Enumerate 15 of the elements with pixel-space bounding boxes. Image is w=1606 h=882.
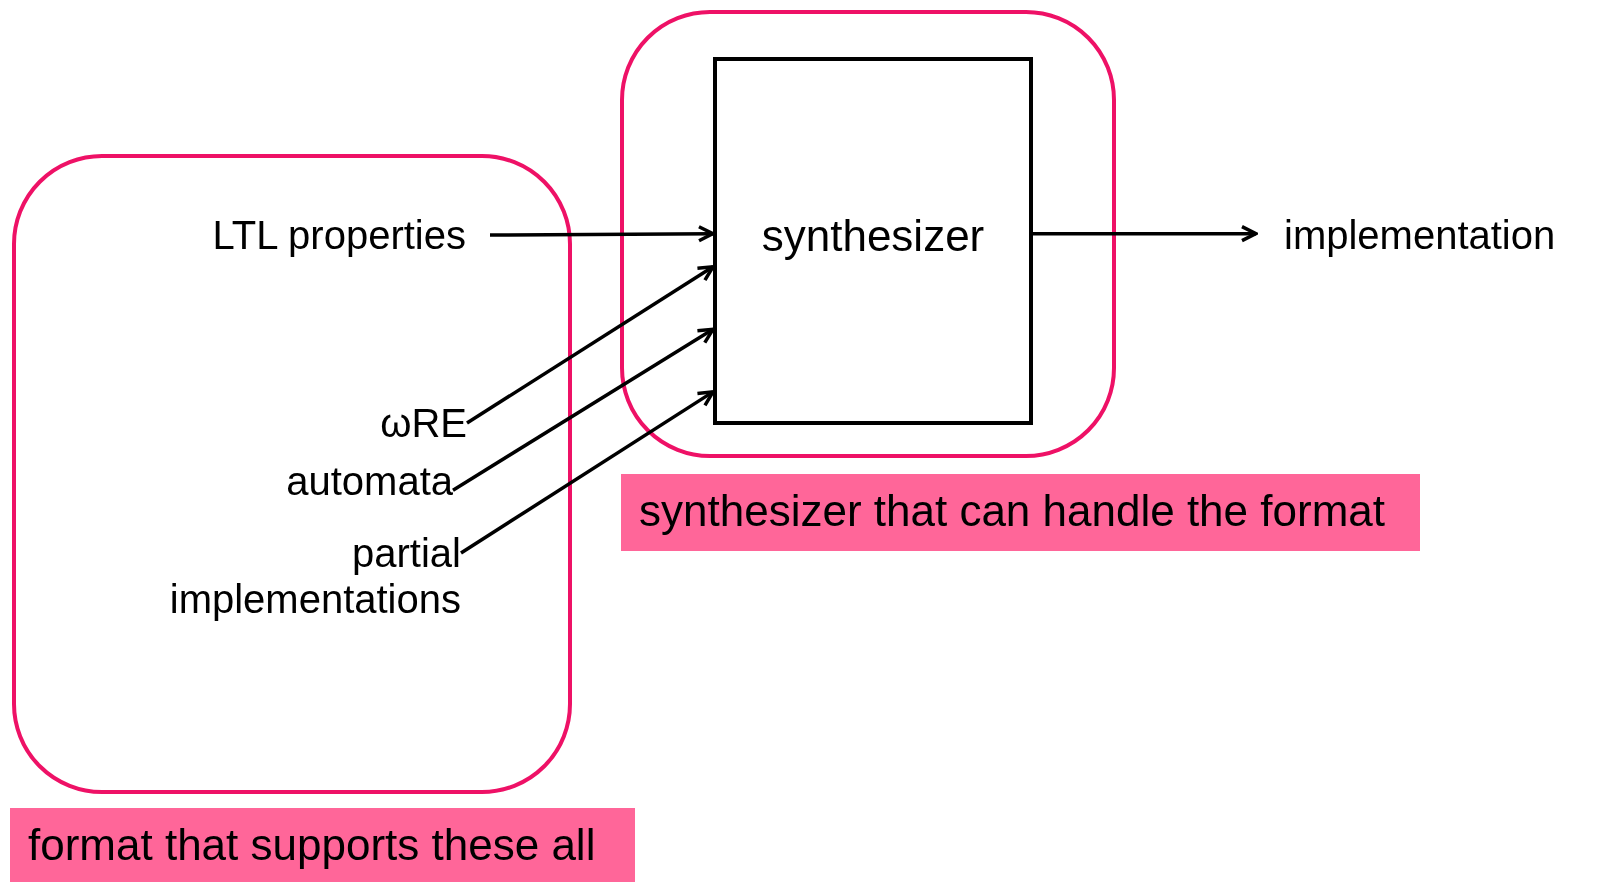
- input-label: implementation: [1284, 212, 1600, 258]
- rounded-region: [12, 154, 572, 794]
- input-label: ωRE: [330, 400, 467, 446]
- arrow: [1033, 224, 1258, 243]
- input-label: LTL properties: [180, 212, 466, 258]
- input-label: automata: [250, 458, 453, 504]
- process-box: synthesizer: [713, 57, 1033, 425]
- arrow: [460, 390, 715, 555]
- caption-banner: format that supports these all: [10, 808, 635, 882]
- arrow: [490, 225, 715, 243]
- arrow: [452, 327, 715, 492]
- rounded-region: [620, 10, 1116, 458]
- input-label: partial implementations: [100, 530, 461, 622]
- arrow: [466, 265, 715, 425]
- caption-banner: synthesizer that can handle the format: [621, 474, 1420, 551]
